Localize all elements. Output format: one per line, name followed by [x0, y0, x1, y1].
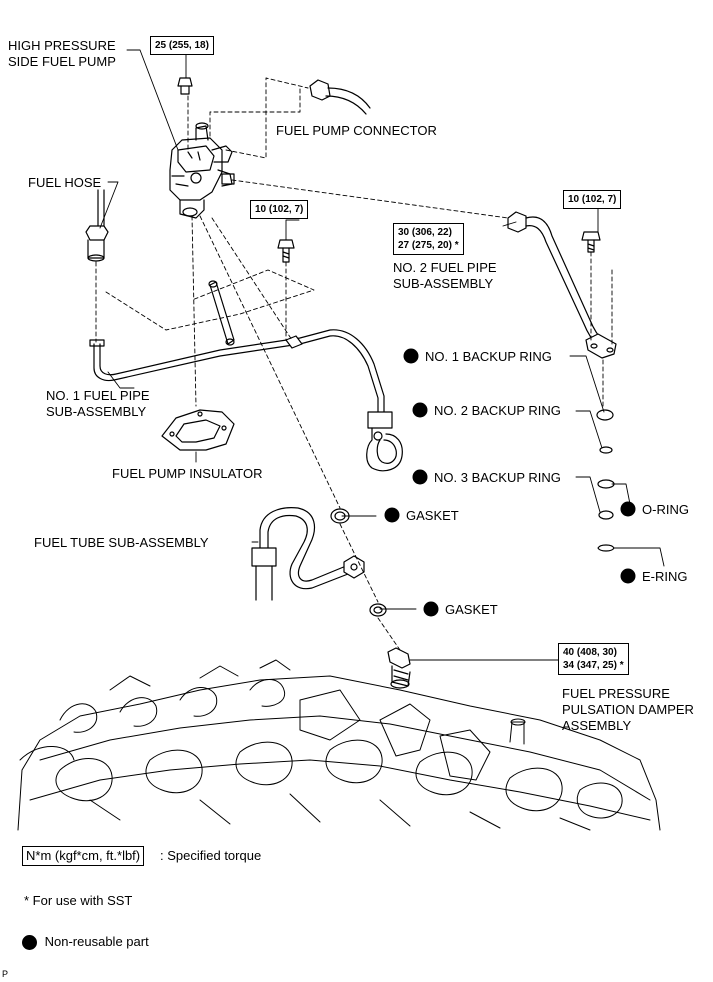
label-e-ring: E-RING — [642, 569, 688, 584]
torque-damper-line2: 34 (347, 25) * — [563, 660, 624, 671]
label-fuel-pump-connector: FUEL PUMP CONNECTOR — [276, 123, 437, 138]
torque-no2-pipe-line1: 30 (306, 22) — [398, 227, 452, 238]
hp-fuel-pump — [169, 122, 235, 219]
label-no1-fuel-pipe-line1: NO. 1 FUEL PIPE — [46, 388, 150, 403]
dot-e-ring — [620, 568, 636, 584]
gasket-upper-shape — [330, 508, 350, 524]
label-damper-line3: ASSEMBLY — [562, 718, 632, 733]
label-hp-pump-line1: HIGH PRESSURE — [8, 38, 116, 53]
label-hp-pump: HIGH PRESSURE SIDE FUEL PUMP — [8, 38, 116, 70]
e-ring — [597, 544, 615, 552]
center-pipe-bolt — [277, 239, 295, 263]
label-hp-pump-line2: SIDE FUEL PUMP — [8, 54, 116, 69]
legend-nonreusable-dot — [22, 935, 37, 951]
torque-no2-pipe-line2: 27 (275, 20) * — [398, 240, 459, 251]
label-no1-fuel-pipe-line2: SUB-ASSEMBLY — [46, 404, 147, 419]
fuel-pump-connector — [309, 79, 371, 115]
no3-backup-ring — [599, 446, 613, 454]
torque-pipe-bolt-center: 10 (102, 7) — [250, 200, 309, 219]
engine-outline — [17, 659, 661, 831]
gasket-lower-shape — [369, 603, 387, 617]
dot-gasket-upper — [384, 507, 400, 523]
no1-fuel-pipe — [89, 329, 403, 472]
torque-hp-pump: 25 (255, 18) — [150, 36, 214, 55]
legend-torque-unit: N*m (kgf*cm, ft.*lbf) — [22, 846, 145, 866]
nonreusable-markers — [384, 348, 636, 617]
no2-backup-ring — [596, 409, 614, 421]
label-gasket-lower: GASKET — [445, 602, 498, 617]
legend-sst-note: * For use with SST — [24, 893, 133, 908]
label-no2-fuel-pipe-line1: NO. 2 FUEL PIPE — [393, 260, 497, 275]
label-no2-backup-ring: NO. 2 BACKUP RING — [434, 403, 561, 418]
dashed-guides — [95, 77, 613, 651]
label-fuel-hose: FUEL HOSE — [28, 175, 102, 190]
pulsation-damper — [387, 647, 411, 689]
dot-no3-backup-ring — [412, 469, 428, 485]
legend-nonreusable: Non-reusable part — [22, 934, 149, 951]
label-damper-line1: FUEL PRESSURE — [562, 686, 670, 701]
label-gasket-upper: GASKET — [406, 508, 459, 523]
torque-hp-pump-value: 25 (255, 18) — [155, 40, 209, 51]
no3-ring-small — [598, 510, 614, 520]
dot-no2-backup-ring — [412, 402, 428, 418]
label-no3-backup-ring: NO. 3 BACKUP RING — [434, 470, 561, 485]
torque-no2-pipe: 30 (306, 22) 27 (275, 20) * — [393, 223, 464, 255]
legend-torque-desc: : Specified torque — [160, 848, 262, 863]
fuel-pump-insulator — [161, 409, 235, 451]
label-no1-fuel-pipe: NO. 1 FUEL PIPE SUB-ASSEMBLY — [46, 388, 150, 420]
right-pipe-bolt — [581, 231, 601, 253]
label-fuel-tube: FUEL TUBE SUB-ASSEMBLY — [34, 535, 209, 550]
dot-o-ring — [620, 501, 636, 517]
legend-nonreusable-text: Non-reusable part — [44, 934, 149, 949]
torque-pipe-bolt-right-value: 10 (102, 7) — [568, 194, 617, 205]
dot-gasket-lower — [423, 601, 439, 617]
label-damper: FUEL PRESSURE PULSATION DAMPER ASSEMBLY — [562, 686, 694, 734]
label-fuel-pump-insulator: FUEL PUMP INSULATOR — [112, 466, 263, 481]
torque-pipe-bolt-right: 10 (102, 7) — [563, 190, 622, 209]
torque-damper-line1: 40 (408, 30) — [563, 647, 617, 658]
leader-lines — [99, 49, 665, 661]
label-no2-fuel-pipe-line2: SUB-ASSEMBLY — [393, 276, 494, 291]
label-no1-backup-ring: NO. 1 BACKUP RING — [425, 349, 552, 364]
fuel-tube — [251, 507, 365, 601]
dot-no1-backup-ring — [403, 348, 419, 364]
label-damper-line2: PULSATION DAMPER — [562, 702, 694, 717]
torque-damper: 40 (408, 30) 34 (347, 25) * — [558, 643, 629, 675]
torque-pipe-bolt-center-value: 10 (102, 7) — [255, 204, 304, 215]
pump-link — [208, 280, 235, 346]
figure-code: P — [2, 969, 9, 979]
pump-bolt — [177, 77, 193, 95]
label-no2-fuel-pipe: NO. 2 FUEL PIPE SUB-ASSEMBLY — [393, 260, 497, 292]
no2-fuel-pipe — [507, 211, 617, 359]
label-o-ring: O-RING — [642, 502, 689, 517]
fuel-hose — [85, 189, 109, 262]
